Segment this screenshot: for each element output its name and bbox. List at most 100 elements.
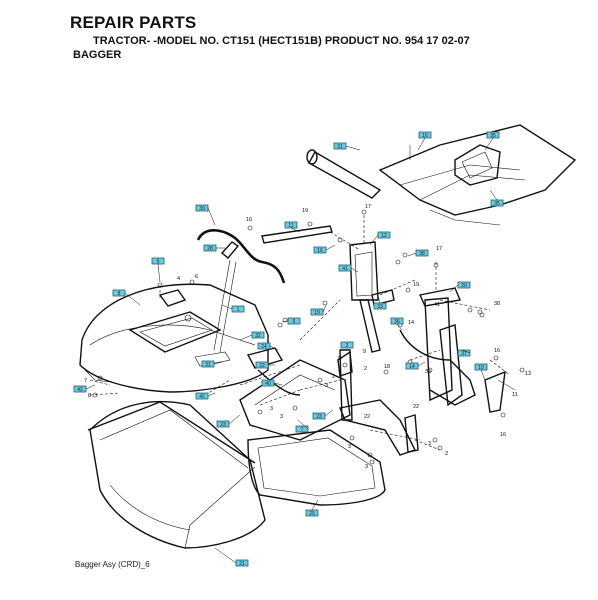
callout-21[interactable]: 21 (235, 559, 249, 567)
label-2c: 2 (445, 451, 448, 457)
svg-text:24: 24 (261, 344, 267, 350)
svg-text:41: 41 (342, 266, 348, 272)
svg-text:28: 28 (207, 246, 213, 252)
svg-text:14: 14 (409, 364, 415, 370)
callout-42b[interactable]: 42 (195, 392, 209, 400)
svg-text:10: 10 (478, 365, 484, 371)
label-41: 41 (434, 302, 440, 308)
label-8: 8 (88, 393, 91, 399)
callout-19[interactable]: 19 (310, 308, 324, 316)
callout-41[interactable]: 41 (338, 264, 352, 272)
label-17b: 17 (365, 204, 371, 210)
callout-16[interactable]: 16 (418, 131, 432, 139)
svg-text:42: 42 (77, 387, 83, 393)
svg-text:32: 32 (255, 333, 261, 339)
svg-text:35: 35 (494, 201, 500, 207)
svg-text:8: 8 (118, 291, 121, 297)
label-6: 6 (195, 274, 198, 280)
assembly-lines (89, 215, 511, 451)
svg-text:20: 20 (461, 283, 467, 289)
callout-12[interactable]: 12 (377, 231, 391, 239)
bag-frame (247, 429, 386, 506)
svg-text:36: 36 (394, 319, 400, 325)
label-2b: 2 (332, 374, 335, 380)
callout-31b[interactable]: 31 (201, 360, 215, 368)
callout-6[interactable]: 6 (287, 317, 301, 325)
svg-text:25: 25 (309, 511, 315, 517)
label-3b: 3 (270, 406, 273, 412)
callout-38[interactable]: 38 (415, 249, 429, 257)
footer-caption: Bagger Asy (CRD)_6 (75, 560, 150, 569)
svg-text:21: 21 (239, 561, 245, 567)
svg-text:42: 42 (199, 394, 205, 400)
label-16: 16 (246, 217, 252, 223)
svg-text:40: 40 (265, 381, 271, 387)
callout-33[interactable]: 33 (373, 302, 387, 310)
svg-text:19: 19 (314, 310, 320, 316)
callout-35[interactable]: 35 (490, 199, 504, 207)
label-7b: 7 (84, 378, 87, 384)
callout-28[interactable]: 28 (203, 244, 217, 252)
callout-23[interactable]: 23 (216, 420, 230, 428)
callout-14[interactable]: 14 (405, 362, 419, 370)
page-title: REPAIR PARTS (70, 13, 197, 32)
callout-39[interactable]: 39 (195, 204, 209, 212)
svg-text:12: 12 (381, 233, 387, 239)
callout-30[interactable]: 35 (486, 131, 500, 139)
grass-bag (87, 400, 266, 549)
callout-36[interactable]: 36 (390, 317, 404, 325)
callout-10[interactable]: 10 (474, 363, 488, 371)
label-9: 9 (363, 349, 366, 355)
label-22b: 22 (413, 404, 419, 410)
tractor-frame (306, 124, 577, 226)
svg-text:22: 22 (259, 363, 265, 369)
callout-42[interactable]: 42 (73, 385, 87, 393)
callout-5[interactable]: 5 (151, 257, 165, 265)
svg-text:23: 23 (316, 414, 322, 420)
svg-text:35: 35 (490, 133, 496, 139)
label-16c: 16 (494, 348, 500, 354)
svg-text:31: 31 (205, 362, 211, 368)
label-22: 22 (364, 414, 370, 420)
label-3e: 3 (365, 464, 368, 470)
label-13: 13 (525, 371, 531, 377)
callout-23b[interactable]: 23 (312, 412, 326, 420)
callout-2[interactable]: 2 (340, 341, 354, 349)
fasteners (92, 209, 525, 465)
svg-text:16: 16 (317, 248, 323, 254)
label-3d: 3 (348, 444, 351, 450)
label-17: 17 (436, 246, 442, 252)
label-2: 2 (364, 366, 367, 372)
svg-text:1: 1 (237, 307, 240, 313)
section-title: BAGGER (73, 49, 122, 61)
callout-22[interactable]: 22 (255, 361, 269, 369)
callout-20[interactable]: 20 (457, 281, 471, 289)
label-3c: 3 (280, 414, 283, 420)
svg-text:33: 33 (377, 304, 383, 310)
svg-text:16: 16 (422, 133, 428, 139)
callout-37[interactable]: 37 (457, 349, 471, 357)
svg-text:5: 5 (157, 259, 160, 265)
svg-text:6: 6 (293, 319, 296, 325)
callout-11[interactable]: 11 (284, 221, 298, 229)
svg-text:11: 11 (288, 223, 293, 229)
callout-24[interactable]: 24 (257, 342, 271, 350)
callout-16b[interactable]: 16 (313, 246, 327, 254)
callout-1[interactable]: 1 (231, 305, 245, 313)
callout-31[interactable]: 31 (333, 142, 347, 150)
mounting-brackets (239, 241, 506, 456)
label-3f: 3 (428, 441, 431, 447)
svg-text:23: 23 (220, 422, 226, 428)
callout-leaders (85, 137, 516, 564)
callout-32[interactable]: 32 (251, 331, 265, 339)
label-38: 38 (494, 301, 500, 307)
svg-text:7: 7 (301, 427, 304, 433)
callout-8[interactable]: 8 (112, 289, 126, 297)
svg-text:31: 31 (337, 144, 343, 150)
svg-text:2: 2 (346, 343, 349, 349)
callout-40[interactable]: 40 (261, 379, 275, 387)
svg-text:37: 37 (461, 351, 467, 357)
label-3: 3 (325, 383, 328, 389)
callout-25[interactable]: 25 (305, 509, 319, 517)
